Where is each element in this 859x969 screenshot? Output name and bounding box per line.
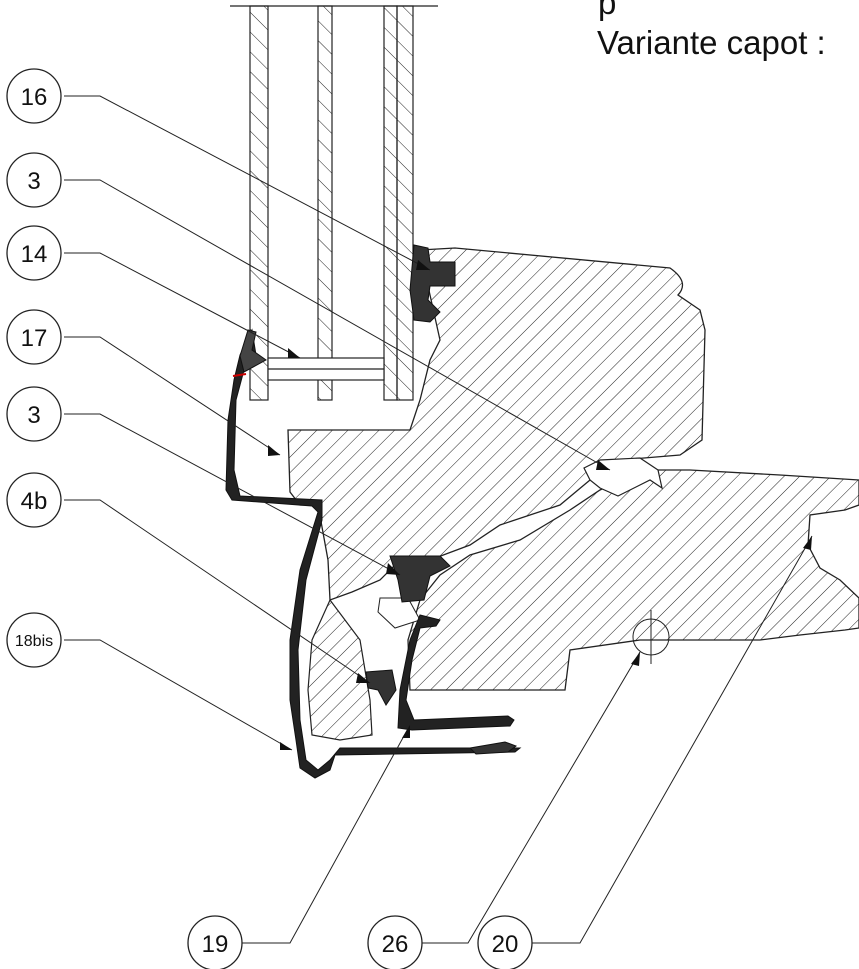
title-line-2: Variante capot :: [597, 24, 826, 61]
frame-tongue: [307, 598, 373, 741]
arrowheads: [268, 260, 812, 750]
callout-4b: 4b: [6, 472, 62, 528]
callout-26: 26: [367, 915, 423, 969]
callout-20: 20: [477, 915, 533, 969]
red-mark: [232, 373, 247, 377]
aluminium-cover: [225, 328, 522, 779]
callout-19: 19: [187, 915, 243, 969]
drainage-hole-marker: [632, 610, 670, 664]
callout-14: 14: [6, 225, 62, 281]
leader-lines: [64, 95, 813, 944]
gasket-4b: [365, 669, 397, 706]
callout-14-label: 14: [21, 241, 48, 268]
callout-18bis: 18bis: [6, 612, 62, 668]
callout-26-label: 26: [382, 931, 409, 958]
title-line-1: p: [598, 0, 616, 21]
callout-16: 16: [6, 68, 62, 124]
callout-16-label: 16: [21, 84, 48, 111]
frame-profile: [407, 469, 859, 691]
callout-3-lower: 3: [6, 386, 62, 442]
callout-17: 17: [6, 309, 62, 365]
glazing-bead-lip: [239, 329, 267, 373]
clip-profile: [397, 614, 515, 731]
callout-18bis-label: 18bis: [15, 633, 53, 650]
callout-17-label: 17: [21, 325, 48, 352]
callout-19-label: 19: [202, 931, 229, 958]
callout-3-lower-label: 3: [27, 402, 40, 429]
gasket-3-lower: [389, 555, 451, 603]
glazing-unit: [249, 5, 414, 401]
callout-3-upper-label: 3: [27, 168, 40, 195]
clip-lower-hook: [468, 741, 518, 755]
callout-3-upper: 3: [6, 152, 62, 208]
callout-20-label: 20: [492, 931, 519, 958]
callout-4b-label: 4b: [21, 488, 48, 515]
